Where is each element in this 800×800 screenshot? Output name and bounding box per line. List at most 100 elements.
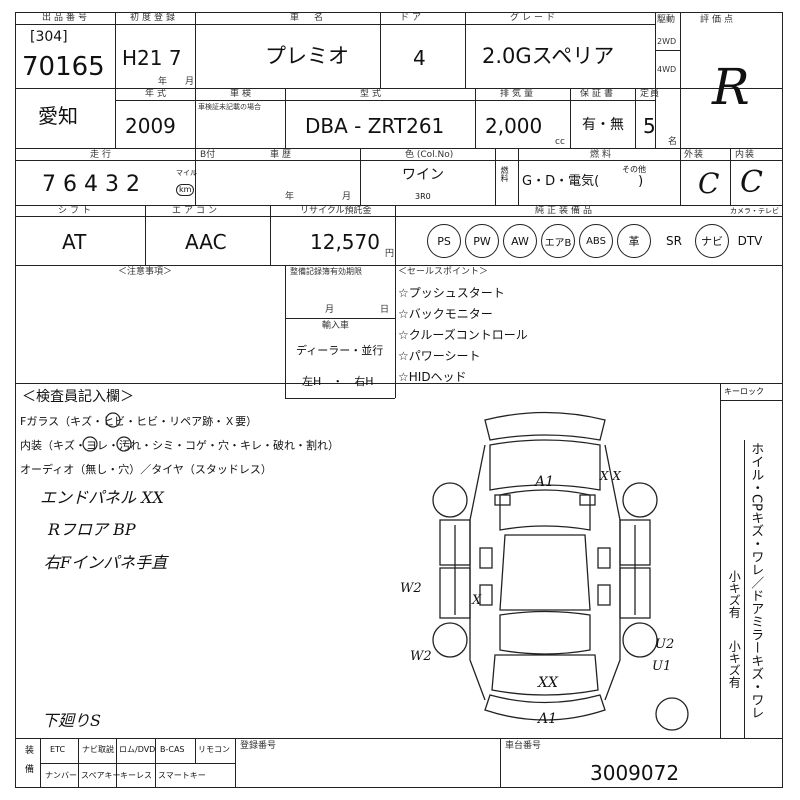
dealer-option: ディーラー・並行 — [296, 344, 384, 357]
exterior-grade: C — [698, 167, 720, 200]
lot-number: 70165 — [22, 52, 105, 82]
handwritten-note: エンドパネル XX — [40, 488, 164, 507]
diagram-mark: A1 — [538, 711, 558, 727]
caution-label: ＜注意事項＞ — [118, 267, 173, 277]
sales-point: ☆クルーズコントロール — [398, 328, 528, 342]
drive-4wd: 4WD — [657, 65, 677, 74]
equipment-ps: PS — [427, 224, 461, 258]
car-name-label: 車 名 — [290, 13, 327, 23]
warranty: 有・無 — [582, 117, 624, 133]
diagram-mark: X — [472, 593, 482, 608]
frame-label: 車台番号 — [505, 741, 542, 751]
lot-code: [304] — [30, 29, 68, 45]
record-month-unit: 月 — [325, 305, 335, 315]
score: R — [712, 58, 750, 116]
sales-point: ☆HIDヘッド — [398, 370, 467, 384]
sales-point: ☆バックモニター — [398, 307, 493, 321]
diagram-mark: U1 — [652, 659, 672, 674]
displacement-label: 排気量 — [500, 89, 537, 99]
inspection-sub: 車検証未記載の場合 — [198, 103, 261, 111]
footer-item: ナンバー — [45, 771, 77, 780]
interior-condition-line: 内装（キズ・ヨレ・汚れ・シミ・コゲ・穴・キレ・破れ・割れ） — [20, 439, 339, 452]
history-label: 車歴 — [270, 150, 295, 160]
shift: AT — [62, 230, 87, 254]
recycle-label: リサイクル預託金 — [300, 206, 372, 216]
footer-label: 装備 — [23, 745, 33, 783]
audio-tire-line: オーディオ（無し・穴）／タイヤ（スタッドレス） — [20, 463, 272, 476]
record-label: 整備記録簿有効期限 — [290, 267, 362, 276]
keyless-label: キーロック — [724, 387, 764, 396]
score-label: 評価点 — [700, 15, 737, 25]
history-month-unit: 月 — [342, 192, 352, 202]
diagram-mark: XX — [538, 675, 558, 691]
grade-label: グレード — [510, 13, 559, 23]
displacement: 2,000 — [485, 114, 543, 138]
inspection-title: ＜検査員記入欄＞ — [22, 389, 134, 405]
lot-label: 出品番号 — [42, 13, 91, 23]
doors: 4 — [413, 46, 426, 70]
footer-item: キーレス — [120, 771, 152, 780]
record-day-unit: 日 — [380, 305, 390, 315]
handwritten-note: 下廻りS — [42, 711, 101, 730]
fuel-label: 燃料 — [590, 150, 615, 160]
equipment-dtv: DTV — [737, 234, 763, 248]
footer-item: スペアキー — [81, 771, 121, 780]
warranty-label: 保証書 — [580, 89, 617, 99]
interior-grade: C — [740, 165, 763, 200]
tv-label: カメラ・テレビ — [730, 207, 779, 215]
side-note: 小キズ有 — [727, 640, 742, 688]
model-label: 型式 — [360, 89, 385, 99]
equipment-pw: PW — [465, 224, 499, 258]
diagram-mark: W2 — [400, 581, 422, 596]
doors-label: ドア — [400, 13, 425, 23]
equipment-label: 純正装備品 — [535, 206, 596, 216]
fuel-check-label: 燃料 — [500, 166, 509, 182]
mileage-unit-mile: マイル — [176, 169, 197, 177]
first-reg-year-unit: 年 — [158, 77, 168, 87]
fuel-other: その他 — [622, 165, 646, 174]
footer-item: ナビ取説 — [82, 745, 114, 754]
side-damage-legend: ホイル・CPキズ・ワレ／ドアミラーキズ・ワレ — [748, 442, 764, 719]
equipment-leather: 革 — [617, 224, 651, 258]
first-reg-label: 初度登録 — [130, 13, 179, 23]
mileage-label: 走行 — [90, 150, 115, 160]
drive-label: 駆動 — [657, 15, 676, 25]
footer-item: リモコン — [198, 745, 230, 754]
region: 愛知 — [38, 104, 78, 128]
history-year-unit: 年 — [285, 192, 295, 202]
car-name: プレミオ — [265, 44, 349, 68]
diagram-mark: W2 — [410, 649, 432, 664]
side-note: 小キズ有 — [727, 570, 742, 618]
capacity: 5 — [643, 114, 656, 138]
footer-item: スマートキー — [158, 771, 206, 780]
capacity-label: 定員 — [640, 89, 661, 99]
sales-point: ☆パワーシート — [398, 349, 481, 363]
frame-number: 3009072 — [590, 761, 680, 785]
capacity-unit: 名 — [668, 137, 678, 147]
color: ワイン — [402, 167, 444, 183]
footer-item: ETC — [50, 745, 66, 754]
equipment-abs: ABS — [579, 224, 613, 258]
inspection-label: 車検 — [230, 89, 255, 99]
handle-option: 左H ・ 右H — [302, 375, 374, 388]
fuel: G・D・電気( ) — [522, 174, 644, 189]
shift-label: シフト — [58, 206, 95, 216]
handwritten-note: Rフロア BP — [48, 520, 136, 539]
recycle-fee: 12,570 — [310, 230, 380, 254]
year-label: 年式 — [145, 89, 170, 99]
yen-unit: 円 — [385, 249, 395, 259]
reg-label: 登録番号 — [240, 741, 277, 751]
interior-label: 内装 — [735, 150, 756, 160]
ac: AAC — [185, 230, 227, 254]
first-reg-month-unit: 月 — [185, 77, 195, 87]
grade: 2.0Gスペリア — [482, 44, 615, 68]
sales-point: ☆プッシュスタート — [398, 286, 505, 300]
mileage: 7 6 4 3 2 — [42, 172, 140, 197]
color-label: 色 (Col.No) — [405, 150, 454, 160]
footer-item: B-CAS — [160, 745, 185, 754]
footer-item: ロム/DVD — [119, 745, 156, 754]
lap-label: B付 — [200, 150, 216, 160]
color-code: 3R0 — [415, 192, 431, 201]
first-reg: H21 7 — [122, 46, 182, 70]
